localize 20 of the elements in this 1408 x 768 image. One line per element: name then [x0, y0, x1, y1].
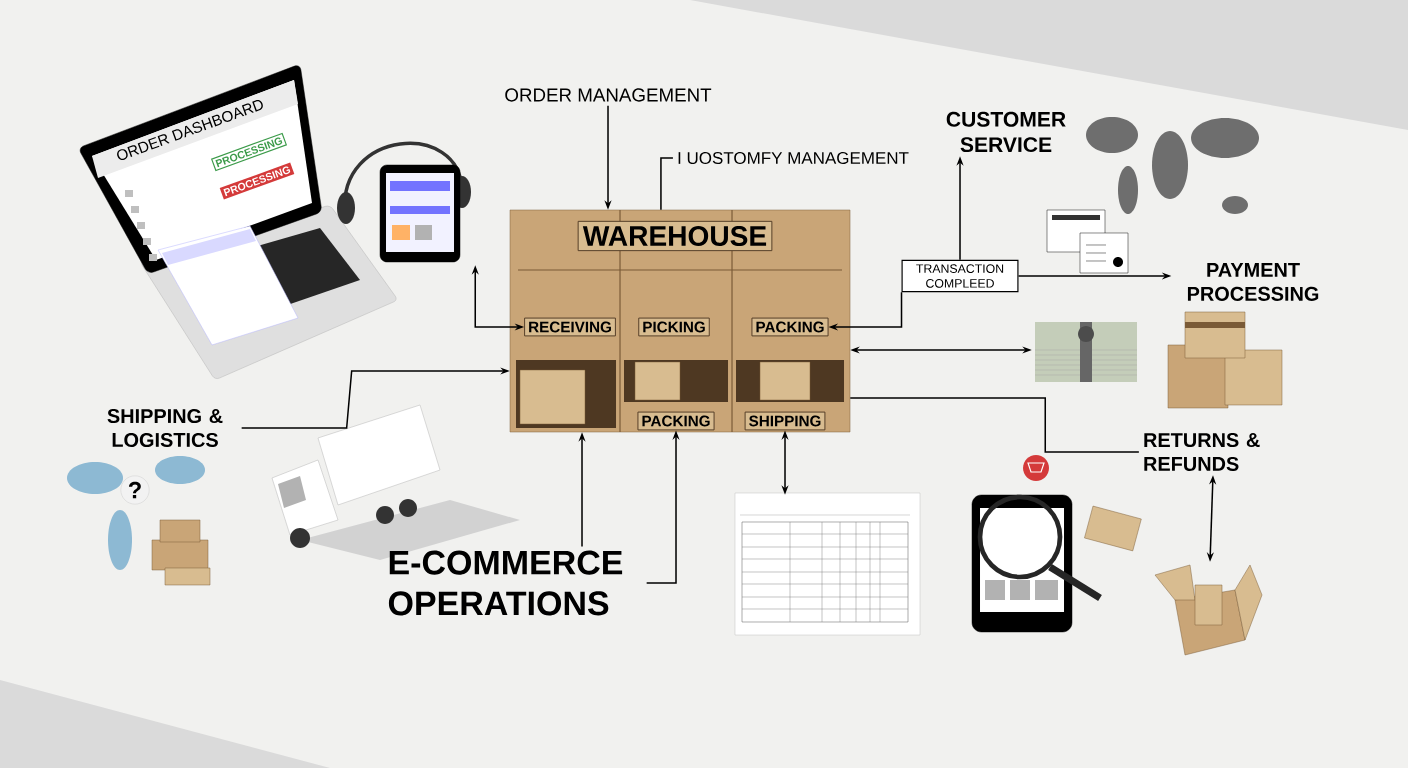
box-label: SHIPPING — [744, 411, 826, 431]
connector-line — [849, 397, 1140, 453]
heading-text: CUSTOMER SERVICE — [946, 111, 1066, 153]
heading-text: RETURNS & REFUNDS — [1144, 433, 1260, 471]
connector-line — [660, 157, 674, 211]
phone-headset-drawing — [337, 141, 471, 263]
invoice-drawing — [734, 492, 921, 636]
box-label: PACKING — [637, 411, 715, 431]
heading-text: PAYMENT PROCESSING — [1187, 263, 1319, 301]
heading-text: ORDER MANAGEMENT — [505, 88, 712, 102]
open-box-drawing — [1154, 564, 1263, 656]
question-bubble: ? — [120, 475, 150, 505]
heading-text: I UOSTOMFY MANAGEMENT — [678, 151, 909, 164]
heading-text: SHIPPING & LOGISTICS — [107, 409, 223, 447]
process-box: TRANSACTION COMPLEED — [901, 259, 1019, 293]
box-label: PACKING — [751, 317, 829, 337]
cash-drawing — [1034, 322, 1138, 382]
heading-text: E-COMMERCE OPERATIONS — [388, 550, 623, 616]
box-label: PICKING — [638, 317, 710, 337]
box-label: RECEIVING — [524, 317, 616, 337]
